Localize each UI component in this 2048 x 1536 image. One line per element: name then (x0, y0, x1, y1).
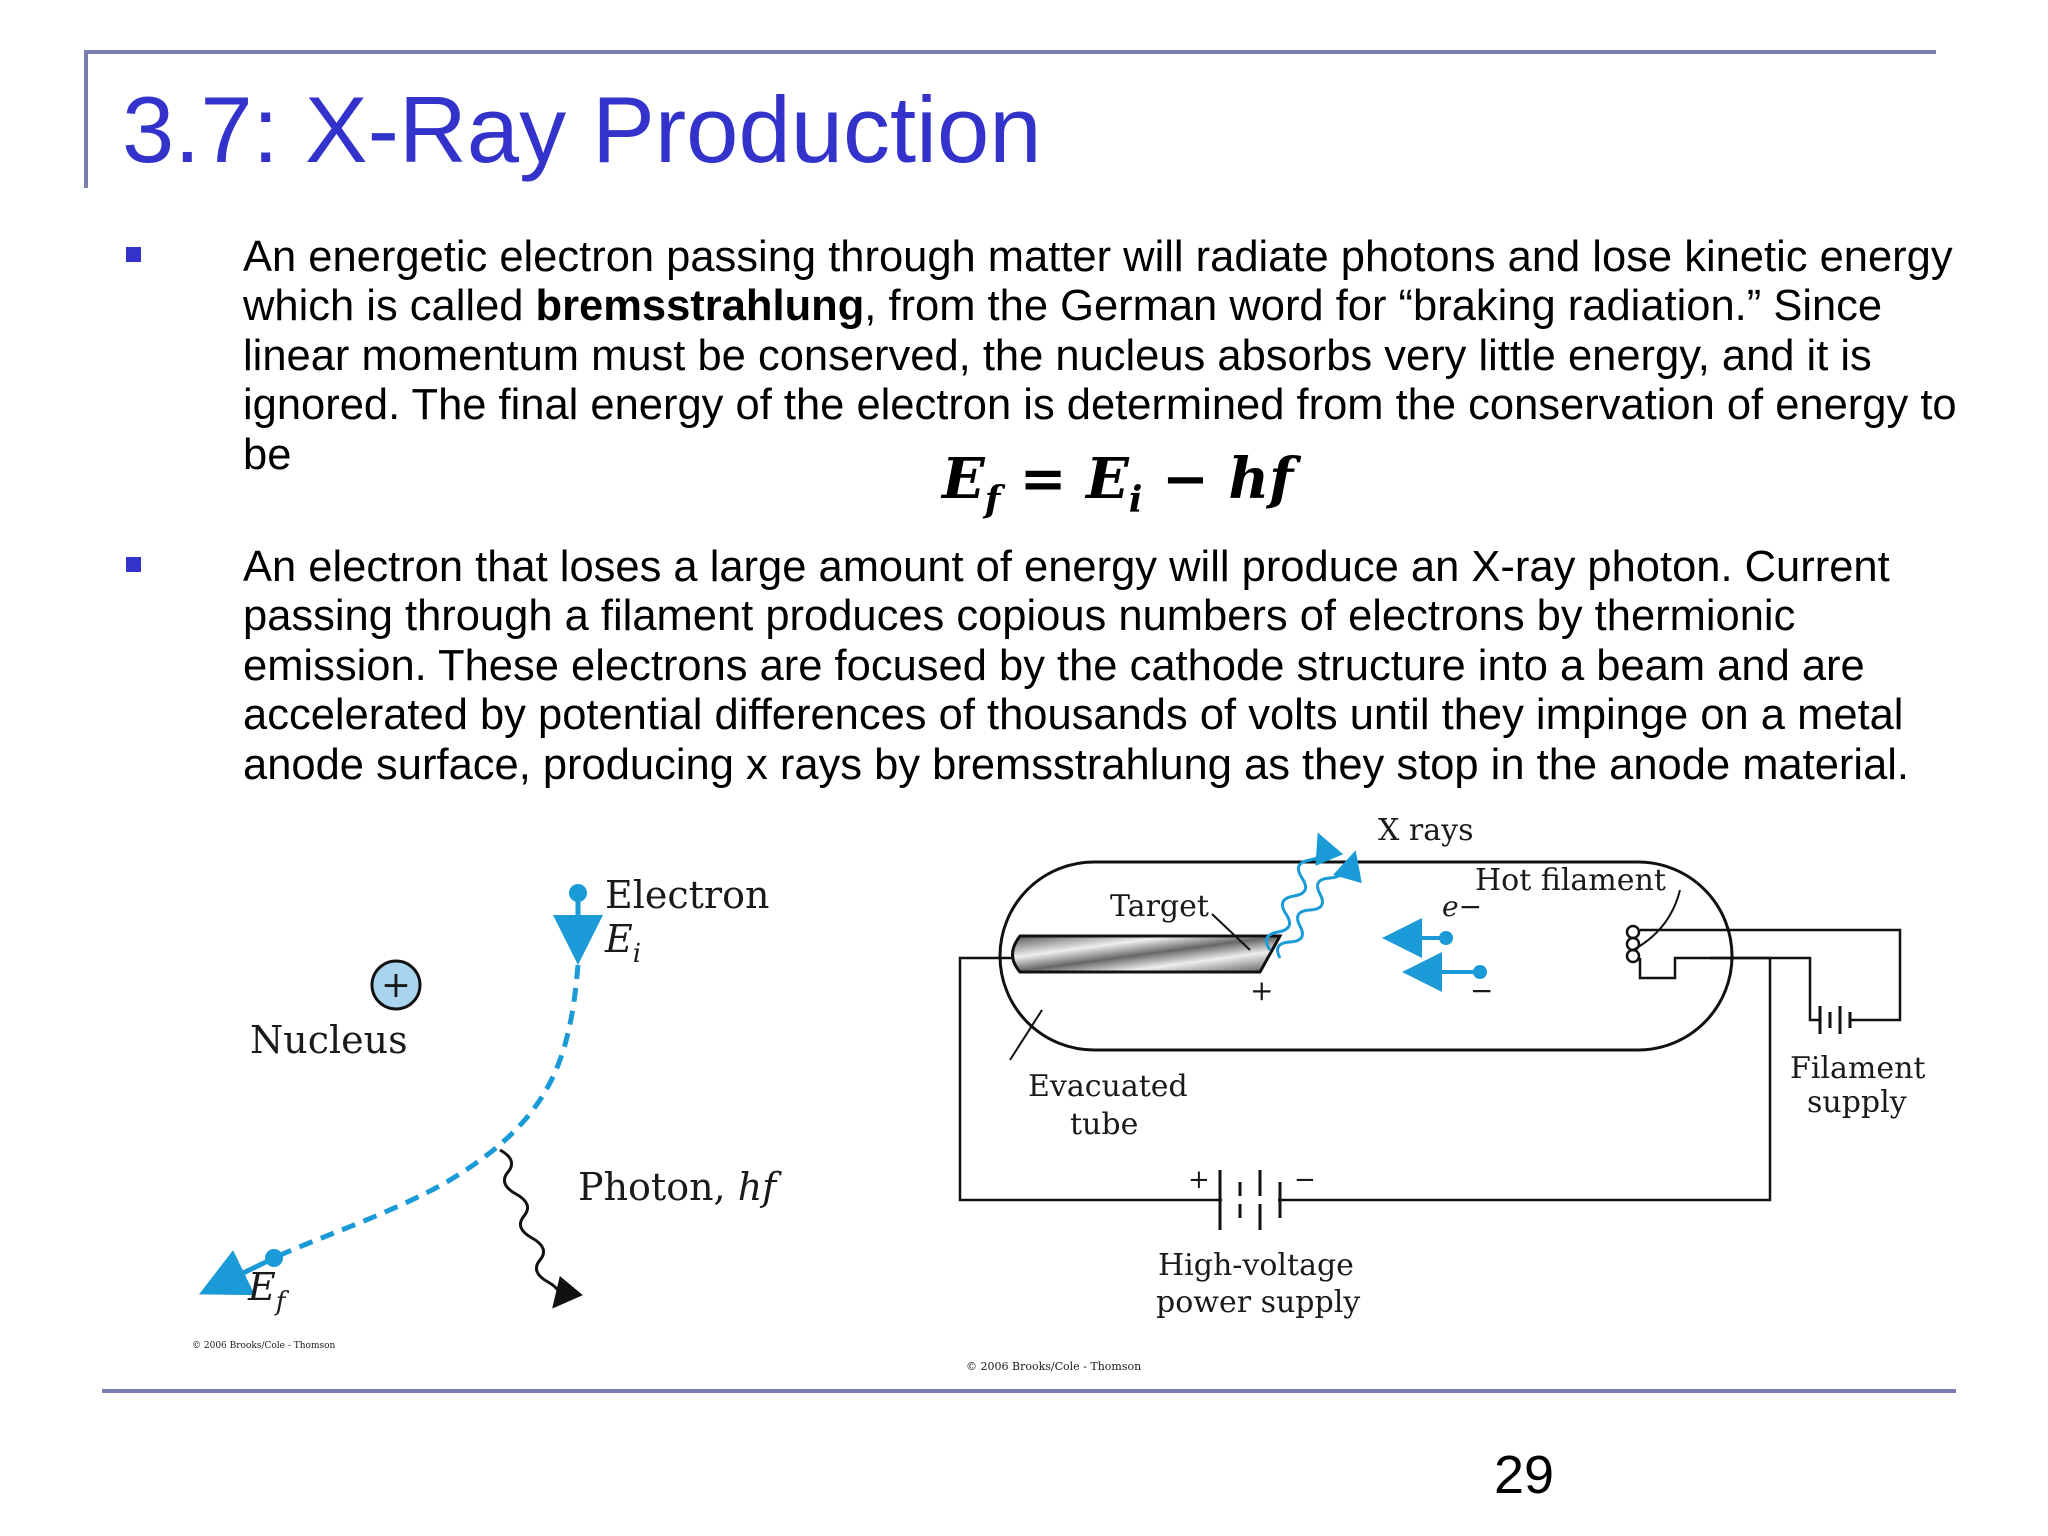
electron-dot (1439, 931, 1453, 945)
hv-plus-label: + (1188, 1165, 1210, 1195)
photon-wave (499, 1148, 583, 1309)
bullet-square-icon (126, 247, 141, 262)
target-anode (1011, 934, 1283, 974)
electron-outgoing-arrow (198, 1250, 272, 1296)
electron-trajectory-path (268, 964, 581, 1263)
hot-filament-label: Hot filament (1475, 863, 1666, 898)
filament-supply-label-1: Filament (1790, 1051, 1925, 1086)
ef-label: Ef (247, 1265, 290, 1317)
filament-supply-label-2: supply (1807, 1085, 1907, 1120)
xray-wave-left (1264, 832, 1344, 951)
hv-minus-label: − (1294, 1165, 1316, 1195)
filament-coil-loop (1625, 924, 1641, 940)
xray-tube-figure: X rays Target Hot filament e− + − Evacua… (950, 810, 1950, 1380)
left-copyright: © 2006 Brooks/Cole - Thomson (192, 1341, 336, 1351)
filament-circuit-wire-bottom (1638, 956, 1820, 1022)
xray-wave-right (1276, 850, 1362, 959)
target-label: Target (1110, 889, 1209, 924)
hv-battery-gap (1222, 1196, 1278, 1204)
bremsstrahlung-term: bremsstrahlung (535, 282, 865, 331)
bullet-square-icon (126, 557, 141, 572)
energy-equation: Ef = Ei − hf (942, 446, 1294, 521)
nucleus-plus-label: + (381, 965, 411, 1006)
nucleus-label: Nucleus (250, 1018, 408, 1062)
evacuated-tube-outline (998, 860, 1734, 1052)
anode-plus-label: + (1250, 974, 1273, 1007)
bullet-2-text: An electron that loses a large amount of… (243, 543, 1910, 789)
electron-dot (569, 884, 587, 902)
evacuated-pointer (1009, 1009, 1043, 1061)
cathode-minus-label: − (1470, 974, 1493, 1007)
photon-label: Photon, hf (578, 1165, 782, 1209)
hv-supply-label-1: High-voltage (1158, 1248, 1354, 1283)
filament-circuit-wire-top (1640, 928, 1902, 1022)
electron-label: Electron (605, 873, 769, 917)
filament-coil-loop (1625, 948, 1641, 964)
bullet-1-text: An energetic electron passing through ma… (243, 233, 1973, 480)
bremsstrahlung-svg: + Electron Ei Nucleus Photon, hf Ef © 20… (192, 873, 782, 1351)
slide-title: 3.7: X-Ray Production (122, 77, 1042, 182)
electron-dot (1473, 965, 1487, 979)
frame-left-rule (84, 50, 88, 188)
page-number: 29 (1494, 1445, 1555, 1505)
evacuated-label: Evacuated (1028, 1069, 1188, 1104)
ei-label: Ei (604, 917, 641, 969)
bullet-1-text-end: , from the German word for “braking radi… (243, 282, 1957, 479)
right-copyright: © 2006 Brooks/Cole - Thomson (966, 1360, 1141, 1373)
e-minus-label: e− (1442, 890, 1482, 923)
target-pointer (1211, 913, 1251, 951)
nucleus-circle (370, 959, 422, 1011)
tube-label: tube (1070, 1107, 1138, 1142)
hot-filament-pointer (1632, 889, 1681, 951)
bullet-1-text-start: An energetic electron passing through ma… (243, 233, 1953, 331)
xrays-label: X rays (1378, 813, 1473, 848)
frame-bottom-rule (102, 1389, 1956, 1393)
hv-supply-label-2: power supply (1156, 1285, 1360, 1320)
xray-tube-svg: X rays Target Hot filament e− + − Evacua… (958, 813, 1925, 1373)
frame-top-rule (86, 50, 1936, 54)
bremsstrahlung-figure: + Electron Ei Nucleus Photon, hf Ef © 20… (190, 860, 790, 1360)
